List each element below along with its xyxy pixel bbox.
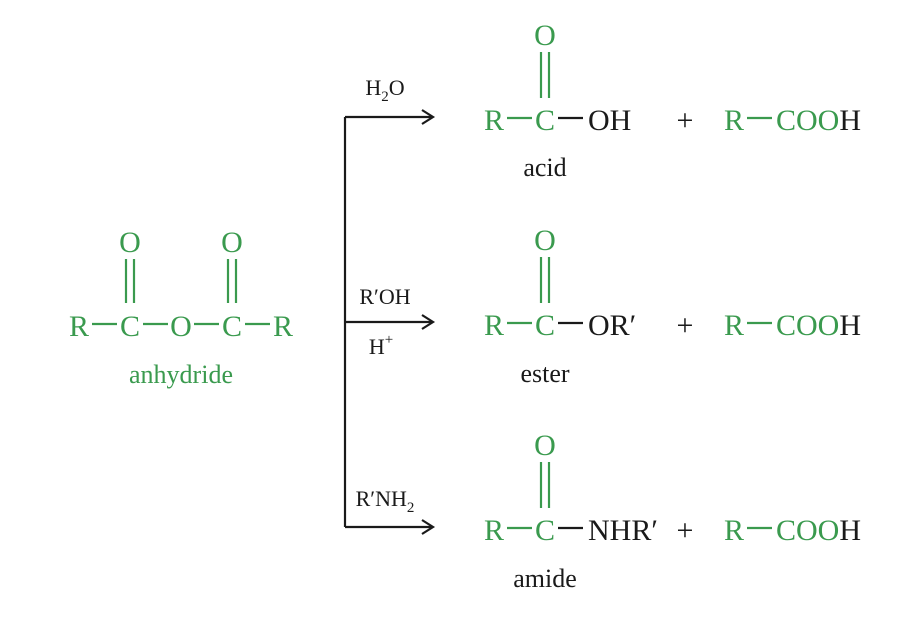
byproduct-r: R bbox=[724, 514, 744, 547]
byproduct-acid: COOH bbox=[776, 309, 861, 342]
product-ester: O R C OR′ ester + R COOH bbox=[484, 224, 861, 388]
byproduct-acid-coo: COO bbox=[776, 104, 839, 137]
product-carbonyl-oxygen: O bbox=[534, 429, 556, 462]
anhydride-label: anhydride bbox=[129, 360, 233, 389]
arrow-head bbox=[421, 314, 436, 330]
reagent-text-tail: O bbox=[389, 75, 405, 100]
anhydride-r-right: R bbox=[273, 310, 293, 343]
product-r: R bbox=[484, 309, 504, 342]
plus-sign: + bbox=[677, 309, 694, 342]
product-carbonyl-oxygen: O bbox=[534, 19, 556, 52]
byproduct-acid-coo: COO bbox=[776, 309, 839, 342]
byproduct-acid-h: H bbox=[839, 104, 861, 137]
product-functional-group: OR′ bbox=[588, 309, 636, 342]
reagent-text: H bbox=[365, 75, 381, 100]
anhydride-carbon-1: C bbox=[120, 310, 140, 343]
byproduct-r: R bbox=[724, 309, 744, 342]
plus-sign: + bbox=[677, 514, 694, 547]
reagent-text: R′OH bbox=[359, 284, 410, 309]
product-carbonyl-oxygen: O bbox=[534, 224, 556, 257]
byproduct-acid: COOH bbox=[776, 104, 861, 137]
reagent-catalyst: H bbox=[369, 334, 385, 359]
arrow-head bbox=[421, 109, 436, 125]
byproduct-acid: COOH bbox=[776, 514, 861, 547]
anhydride-structure: O O R C O C R anhydride bbox=[69, 226, 293, 389]
anhydride-r-left: R bbox=[69, 310, 89, 343]
product-carbon: C bbox=[535, 104, 555, 137]
anhydride-carbonyl-o-left: O bbox=[119, 226, 141, 259]
anhydride-carbonyl-o-right: O bbox=[221, 226, 243, 259]
byproduct-acid-h: H bbox=[839, 309, 861, 342]
byproduct-acid-coo: COO bbox=[776, 514, 839, 547]
plus-sign: + bbox=[677, 104, 694, 137]
product-r: R bbox=[484, 104, 504, 137]
product-acid: O R C OH acid + R COOH bbox=[484, 19, 861, 182]
product-amide: O R C NHR′ amide + R COOH bbox=[484, 429, 861, 593]
product-name: acid bbox=[523, 153, 566, 182]
product-name: ester bbox=[520, 359, 569, 388]
reagent-text: R′NH bbox=[356, 486, 407, 511]
reagent-subscript: 2 bbox=[407, 500, 415, 516]
product-functional-group: NHR′ bbox=[588, 514, 658, 547]
reagent-water: H2O bbox=[365, 75, 404, 105]
byproduct-acid-h: H bbox=[839, 514, 861, 547]
product-r: R bbox=[484, 514, 504, 547]
reagent-alcohol: R′OH H+ bbox=[359, 284, 410, 359]
svg-text:H2O: H2O bbox=[365, 75, 404, 105]
product-name: amide bbox=[513, 564, 577, 593]
anhydride-bridge-oxygen: O bbox=[170, 310, 192, 343]
reagent-superscript: + bbox=[385, 332, 393, 348]
product-carbon: C bbox=[535, 514, 555, 547]
product-functional-group: OH bbox=[588, 104, 631, 137]
svg-text:R′NH2: R′NH2 bbox=[356, 486, 415, 516]
svg-text:H+: H+ bbox=[369, 332, 393, 359]
byproduct-r: R bbox=[724, 104, 744, 137]
anhydride-carbon-2: C bbox=[222, 310, 242, 343]
product-carbon: C bbox=[535, 309, 555, 342]
arrow-head bbox=[421, 519, 436, 535]
branch-arrows bbox=[343, 109, 436, 535]
reagent-amine: R′NH2 bbox=[356, 486, 415, 516]
reagent-subscript: 2 bbox=[381, 89, 389, 105]
